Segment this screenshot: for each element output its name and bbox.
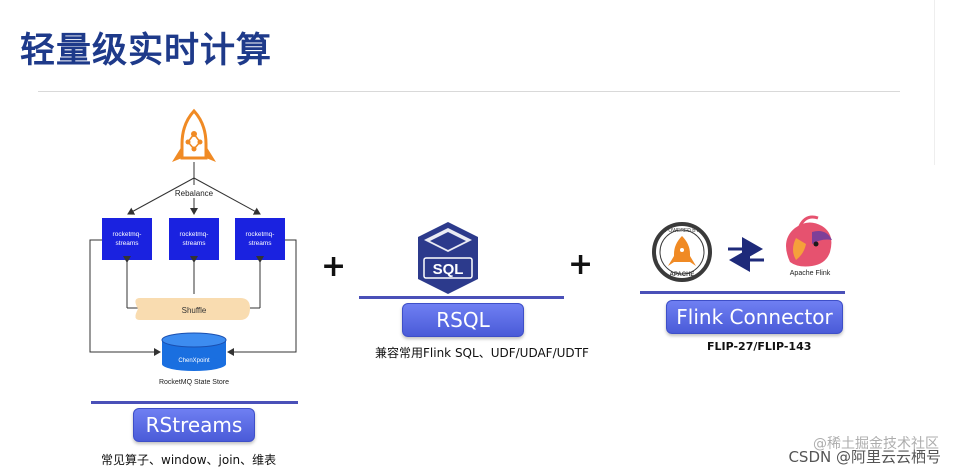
title-divider	[38, 91, 900, 92]
bidirectional-arrow-icon	[728, 237, 764, 272]
apache-flink-label: Apache Flink	[790, 270, 831, 277]
sql-icon-text: SQL	[433, 261, 464, 278]
flink-connector-button[interactable]: Flink Connector	[666, 300, 843, 334]
rebalance-label: Rebalance	[175, 189, 214, 198]
watermark-csdn: CSDN @阿里云云栖号	[788, 448, 941, 466]
svg-text:rocketmq-: rocketmq-	[246, 231, 275, 238]
store-node-label: ChenXpoint	[178, 358, 210, 364]
plus-sign-2: +	[568, 247, 594, 282]
svg-text:streams: streams	[182, 240, 206, 247]
state-store-label: RocketMQ State Store	[159, 379, 229, 386]
svg-text:rocketmq-: rocketmq-	[180, 231, 209, 238]
rsql-underline	[359, 296, 564, 299]
powered-by-apache-badge: POWERED BY APACHE	[652, 222, 712, 282]
svg-text:streams: streams	[115, 240, 139, 247]
flink-caption: FLIP-27/FLIP-143	[707, 340, 812, 353]
svg-text:streams: streams	[248, 240, 272, 247]
stream-node-2: rocketmq- streams	[169, 218, 219, 260]
state-store-cylinder: ChenXpoint	[161, 332, 227, 371]
svg-text:rocketmq-: rocketmq-	[113, 231, 142, 238]
badge-top-text: POWERED BY	[665, 228, 700, 234]
plus-sign-1: +	[321, 249, 347, 284]
flink-underline	[640, 291, 845, 294]
shuffle-label: Shuffle	[182, 306, 207, 315]
page-title: 轻量级实时计算	[20, 31, 273, 71]
stream-node-3: rocketmq- streams	[235, 218, 285, 260]
apache-flink-logo	[786, 215, 832, 267]
rocketmq-icon	[172, 108, 216, 162]
rsql-caption: 兼容常用Flink SQL、UDF/UDAF/UDTF	[375, 346, 589, 360]
stream-node-1: rocketmq- streams	[102, 218, 152, 260]
rsql-button[interactable]: RSQL	[402, 303, 524, 337]
rstreams-caption: 常见算子、window、join、维表	[101, 453, 277, 467]
rstreams-underline	[91, 401, 298, 404]
badge-bottom-text: APACHE	[670, 272, 695, 278]
watermark-juejin: @稀土掘金技术社区	[813, 436, 939, 452]
shuffle-node: Shuffle	[135, 298, 250, 320]
rstreams-button[interactable]: RStreams	[133, 408, 255, 442]
edge-divider	[934, 0, 935, 165]
sql-icon: SQL	[418, 222, 478, 294]
